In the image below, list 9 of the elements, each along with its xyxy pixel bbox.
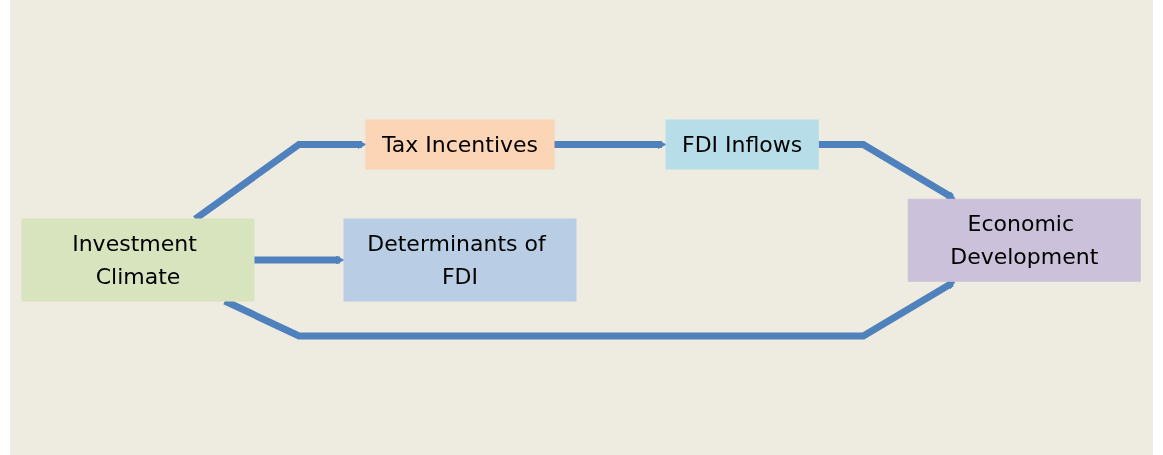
arrow (818, 140, 957, 200)
node-box: Economic Development (908, 198, 1142, 282)
node-box: Determinants of FDI (343, 218, 577, 301)
node-box: Investment Climate (21, 218, 255, 301)
arrow (223, 279, 957, 339)
arrow (554, 139, 667, 149)
node-box: FDI Inflows (665, 119, 820, 169)
arrow (254, 255, 345, 264)
node-box: Tax Incentives (365, 119, 555, 169)
